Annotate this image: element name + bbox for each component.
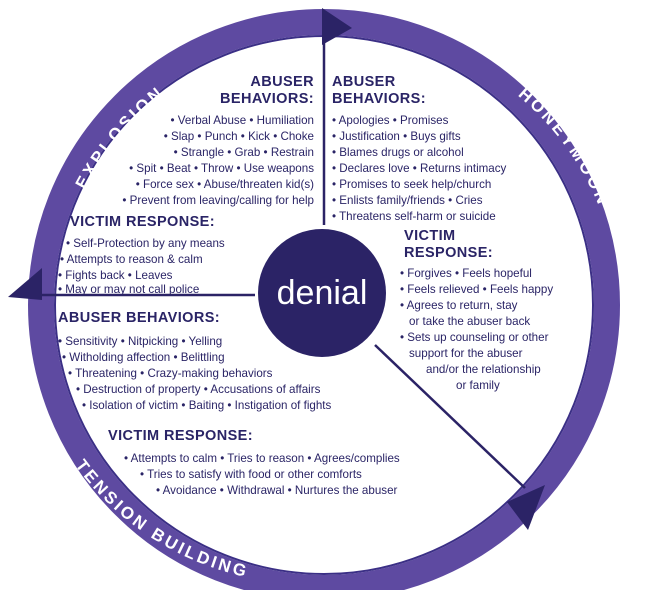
honeymoon-victim-item: • Agrees to return, stay <box>400 299 518 312</box>
explosion-victim-item: • Attempts to reason & calm <box>60 253 203 266</box>
tension-victim-item: • Avoidance • Withdrawal • Nurtures the … <box>156 484 398 497</box>
explosion-victim-heading: VICTIM RESPONSE: <box>70 214 215 230</box>
explosion-abuser-item: • Prevent from leaving/calling for help <box>122 194 314 207</box>
honeymoon-abuser-heading-2: BEHAVIORS: <box>332 91 426 107</box>
flag-top-marker <box>322 8 352 45</box>
denial-label: denial <box>277 274 368 312</box>
honeymoon-victim-item: or take the abuser back <box>409 315 530 328</box>
tension-abuser-heading: ABUSER BEHAVIORS: <box>58 310 220 326</box>
explosion-abuser-item: • Strangle • Grab • Restrain <box>174 146 314 159</box>
honeymoon-abuser-item: • Blames drugs or alcohol <box>332 146 464 159</box>
honeymoon-victim-item: and/or the relationship <box>426 363 541 376</box>
explosion-victim-item: • May or may not call police <box>58 283 199 296</box>
honeymoon-abuser-item: • Justification • Buys gifts <box>332 130 461 143</box>
honeymoon-abuser-item: • Threatens self-harm or suicide <box>332 210 496 223</box>
ring-label-honeymoon: HONEYMOON <box>515 84 614 209</box>
explosion-abuser-item: • Spit • Beat • Throw • Use weapons <box>129 162 314 175</box>
honeymoon-victim-item: • Sets up counseling or other <box>400 331 549 344</box>
flag-left-marker <box>8 268 42 300</box>
tension-victim-heading: VICTIM RESPONSE: <box>108 428 253 444</box>
divider-diagonal <box>374 344 526 489</box>
tension-victim-item: • Attempts to calm • Tries to reason • A… <box>124 452 400 465</box>
honeymoon-abuser-item: • Enlists family/friends • Cries <box>332 194 483 207</box>
honeymoon-victim-item: • Forgives • Feels hopeful <box>400 267 532 280</box>
honeymoon-victim-item: or family <box>456 379 500 392</box>
honeymoon-abuser-item: • Promises to seek help/church <box>332 178 491 191</box>
flag-bottom-right-marker <box>507 485 545 530</box>
tension-victim-item: • Tries to satisfy with food or other co… <box>140 468 362 481</box>
explosion-abuser-heading-2: BEHAVIORS: <box>220 91 314 107</box>
tension-abuser-item: • Witholding affection • Belittling <box>62 351 225 364</box>
honeymoon-victim-heading-1: VICTIM <box>404 228 456 244</box>
honeymoon-abuser-item: • Apologies • Promises <box>332 114 449 127</box>
denial-circle <box>258 229 386 357</box>
explosion-abuser-item: • Slap • Punch • Kick • Choke <box>164 130 314 143</box>
explosion-victim-item: • Fights back • Leaves <box>58 269 173 282</box>
honeymoon-abuser-item: • Declares love • Returns intimacy <box>332 162 507 175</box>
honeymoon-abuser-heading-1: ABUSER <box>332 74 396 90</box>
honeymoon-victim-item: • Feels relieved • Feels happy <box>400 283 553 296</box>
explosion-victim-item: • Self-Protection by any means <box>66 237 225 250</box>
explosion-abuser-item: • Verbal Abuse • Humiliation <box>171 114 314 127</box>
tension-abuser-item: • Isolation of victim • Baiting • Instig… <box>82 399 332 412</box>
tension-abuser-item: • Sensitivity • Nitpicking • Yelling <box>58 335 222 348</box>
explosion-abuser-heading-1: ABUSER <box>250 74 314 90</box>
honeymoon-victim-item: support for the abuser <box>409 347 523 360</box>
tension-abuser-item: • Threatening • Crazy-making behaviors <box>68 367 273 380</box>
explosion-abuser-item: • Force sex • Abuse/threaten kid(s) <box>136 178 314 191</box>
tension-abuser-item: • Destruction of property • Accusations … <box>76 383 321 396</box>
honeymoon-victim-heading-2: RESPONSE: <box>404 245 493 261</box>
